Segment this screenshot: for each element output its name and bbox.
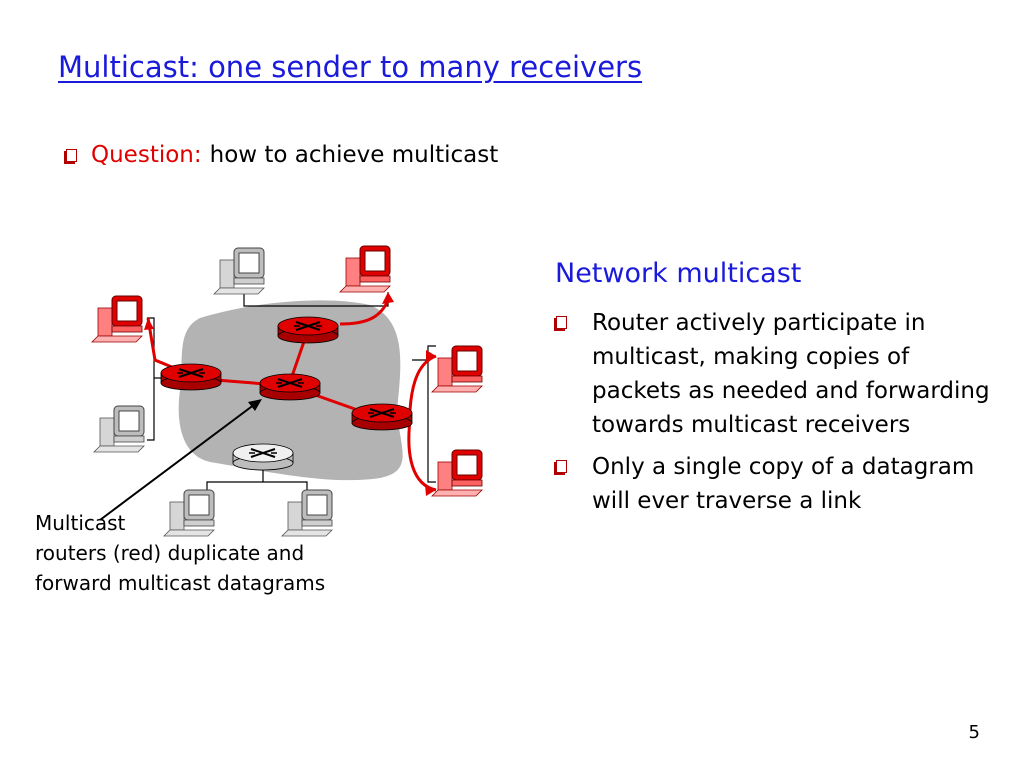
bullet-icon <box>66 149 77 162</box>
question-label: Question: <box>91 142 202 168</box>
receiver-computer-icon <box>339 245 391 293</box>
host-computer-icon <box>93 405 145 453</box>
arrowheads <box>144 292 436 496</box>
receiver-computer-icon <box>91 295 143 343</box>
network-multicast-heading: Network multicast <box>555 258 802 289</box>
slide-title: Multicast: one sender to many receivers <box>58 50 643 84</box>
question-bullet: Question: how to achieve multicast <box>66 142 498 168</box>
multicast-router-icon <box>259 373 321 401</box>
caption-line: routers (red) duplicate and <box>35 541 305 565</box>
page-number: 5 <box>968 722 980 743</box>
bullet-icon <box>556 316 567 329</box>
caption-pointer-arrow <box>99 399 262 521</box>
question-text: how to achieve multicast <box>209 142 499 168</box>
bullet-text: Only a single copy of a datagram will ev… <box>592 454 975 514</box>
caption-line: Multicast <box>35 511 126 535</box>
receiver-computer-icon <box>431 449 483 497</box>
plain-router-icon <box>232 443 294 471</box>
bullet-text: Router actively participate in multicast… <box>592 310 990 438</box>
diagram-caption: Multicast routers (red) duplicate and fo… <box>35 508 325 598</box>
network-multicast-bullets: Router actively participate in multicast… <box>556 306 996 526</box>
bullet-icon <box>556 460 567 473</box>
host-computer-icon <box>213 247 265 295</box>
list-item: Router actively participate in multicast… <box>556 306 996 442</box>
receiver-computer-icon <box>431 345 483 393</box>
list-item: Only a single copy of a datagram will ev… <box>556 450 996 518</box>
multicast-router-icon <box>351 403 413 431</box>
multicast-router-icon <box>277 316 339 344</box>
multicast-router-icon <box>160 363 222 391</box>
caption-line: forward multicast datagrams <box>35 571 326 595</box>
